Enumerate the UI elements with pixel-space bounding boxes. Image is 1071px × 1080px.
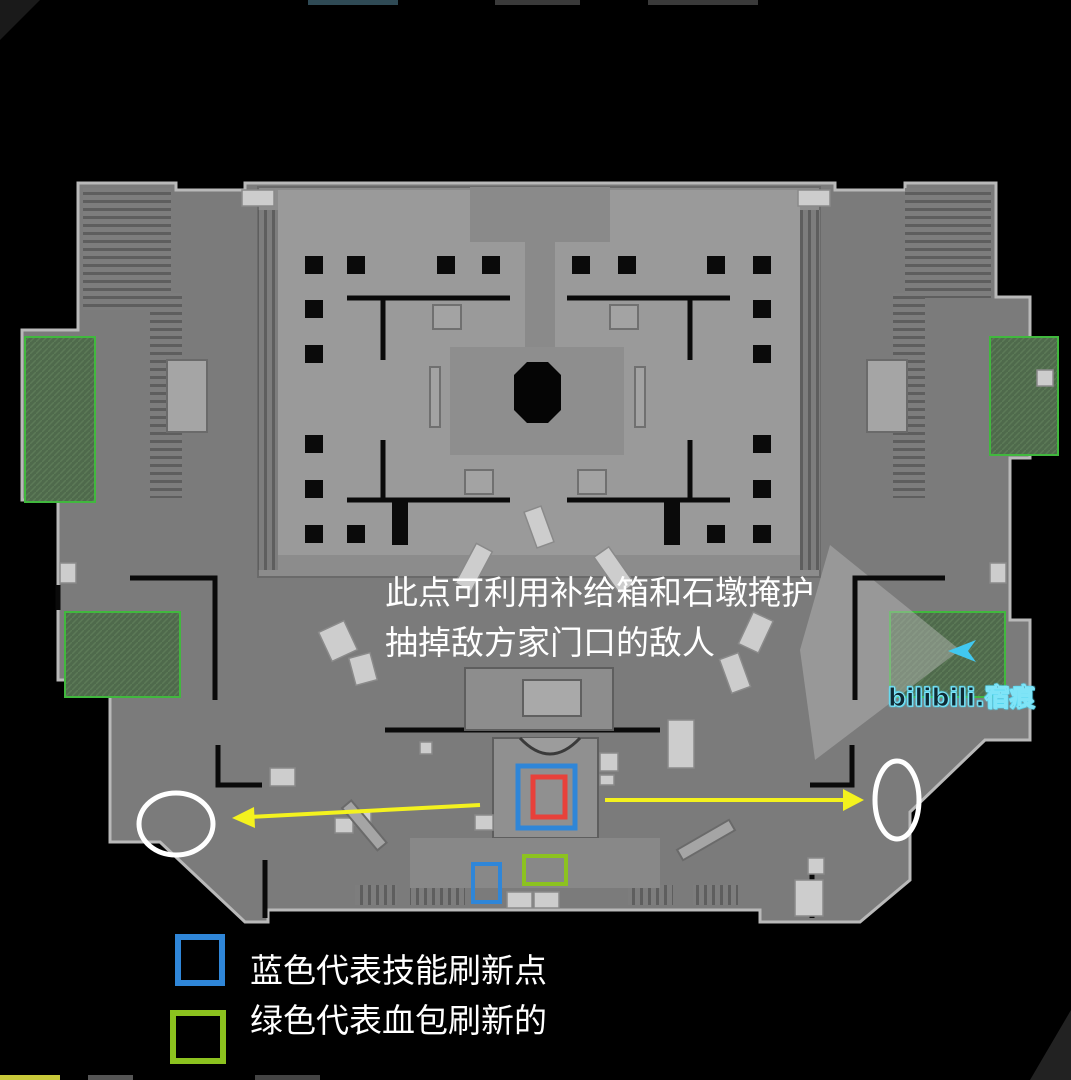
legend-blue-swatch (175, 934, 225, 986)
plaza-pillars (305, 256, 771, 545)
watermark-text: bilibili.宿痕 (888, 683, 1036, 713)
target-circles (136, 758, 922, 858)
right-target-circle (872, 758, 922, 842)
legend-label-skill: 蓝色代表技能刷新点 (250, 951, 547, 990)
skill-spawn-marker (515, 763, 578, 831)
plaza-walls (347, 295, 730, 503)
left-target-circle (136, 790, 216, 858)
plaza-blocks (429, 304, 646, 495)
legend-swatches (170, 934, 226, 1064)
center-lower-structure (410, 667, 660, 888)
arrow-right-head (843, 789, 864, 811)
health-spawn-marker (522, 854, 568, 886)
direction-arrows (232, 789, 864, 828)
highlight-marker (530, 774, 568, 820)
map-markers (471, 763, 578, 904)
skill-spawn-marker (471, 862, 502, 904)
side-blocks (166, 359, 908, 862)
base-zones (24, 336, 1059, 698)
top-hud-fragments (0, 0, 758, 40)
legend-label-health: 绿色代表血包刷新的 (250, 1001, 547, 1040)
player-arrow-icon (948, 640, 976, 662)
supply-crates (59, 189, 1054, 917)
bottom-hud-fragments (0, 1010, 1071, 1080)
annotation-line-1: 此点可利用补给箱和石墩掩护 (385, 573, 814, 612)
arrow-left-head (232, 807, 255, 828)
vision-cone (800, 545, 960, 760)
legend-green-swatch (170, 1010, 226, 1064)
annotation-line-2: 抽掉敌方家门口的敌人 (385, 623, 715, 662)
